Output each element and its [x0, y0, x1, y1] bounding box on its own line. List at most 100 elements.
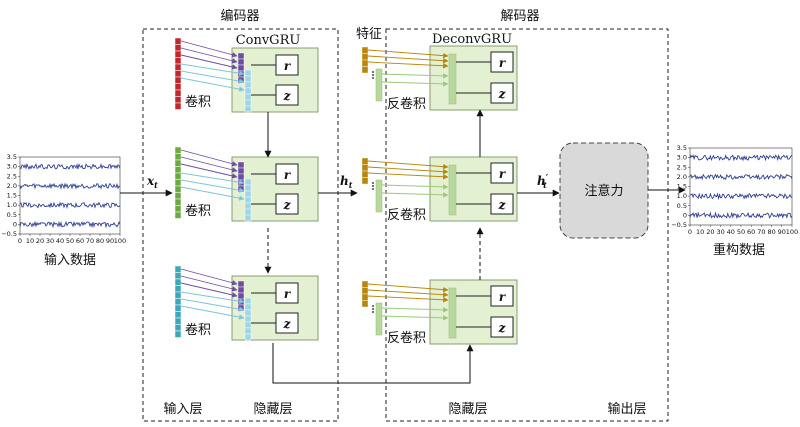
input-vector-cell [174, 324, 182, 332]
feature-vector-cell [361, 177, 369, 185]
deconv-arrow [367, 49, 449, 59]
conv-output-cell [244, 81, 252, 89]
x-tick-label: 10 [696, 228, 704, 236]
conv-label: 卷积 [185, 322, 211, 338]
x-tick-label: 100 [114, 237, 126, 245]
feature-vector-cell [361, 293, 369, 301]
decoder-title: 解码器 [500, 9, 539, 24]
conv-arrow [180, 40, 238, 58]
y-tick-label: 1.5 [7, 192, 17, 200]
signal-series [19, 182, 121, 190]
conv-output-cell [244, 196, 252, 204]
x-tick-label: 0 [18, 237, 22, 245]
conv-arrow [180, 275, 238, 292]
input-vector-cell [174, 272, 182, 280]
feature-vector-cell [361, 287, 369, 295]
conv-output-cell [244, 87, 252, 95]
input-vector-cell [174, 304, 182, 312]
conv-arrow [180, 291, 245, 304]
signal-series [689, 154, 793, 162]
conv-arrow [180, 63, 245, 76]
x-tick-label: 90 [106, 237, 114, 245]
input-vector-cell [174, 44, 182, 52]
input-vector-cell [174, 172, 182, 180]
y-tick-label: 2.5 [677, 163, 687, 171]
conv-arrow [180, 47, 238, 64]
deconv-label: 反卷积 [387, 207, 426, 223]
conv-label: 卷积 [185, 203, 211, 219]
input-vector-cell [174, 285, 182, 293]
conv-arrow [180, 179, 245, 193]
deconv-output-column [448, 164, 457, 216]
deconvgru-label: DeconvGRU [432, 32, 512, 47]
signal-series [689, 173, 793, 181]
conv-arrow [180, 268, 238, 286]
reset-gate-label: r [284, 168, 292, 182]
deconv-input-column [375, 179, 383, 213]
y-tick-label: 1.0 [677, 192, 687, 200]
convgru-label: ConvGRU [236, 33, 301, 48]
x-tick-label: 70 [86, 237, 94, 245]
conv-label: 卷积 [185, 94, 211, 110]
feature-vector-cell [361, 300, 369, 308]
x-tick-label: 90 [778, 228, 786, 236]
input-vector-cell [174, 37, 182, 45]
conv-arrow [180, 77, 245, 92]
deconv-arrow [367, 166, 449, 175]
conv-output-cell [244, 327, 252, 335]
input-vector-cell [174, 317, 182, 325]
deconv-output-column [448, 287, 457, 339]
deconv-arrow [367, 160, 449, 170]
feature-vector-cell [361, 53, 369, 61]
deconv-output-column [448, 53, 457, 105]
x-tick-label: 50 [737, 228, 745, 236]
input-layer-label: 输入层 [163, 401, 202, 417]
conv-arrow [180, 186, 245, 201]
conv-output-cell [244, 214, 252, 222]
y-tick-label: −0.5 [1, 230, 17, 238]
input-vector-cell [174, 192, 182, 200]
deconv-arrow [367, 61, 449, 69]
y-tick-label: −0.5 [671, 221, 687, 229]
x-tick-label: 30 [716, 228, 724, 236]
conv-output-cell [244, 105, 252, 113]
reset-gate-label: r [284, 287, 292, 301]
x-tick-label: 100 [786, 228, 798, 236]
decoder-box [385, 28, 669, 422]
feature-label: 特征 [356, 27, 382, 42]
reset-gate-label: r [499, 56, 507, 70]
conv-output-cell [244, 202, 252, 210]
reset-gate-label: r [284, 59, 292, 73]
update-gate-label: z [283, 89, 292, 103]
y-tick-label: 2.0 [7, 182, 17, 190]
conv-arrow [180, 54, 238, 70]
input-vector-cell [174, 166, 182, 174]
update-gate-label: z [498, 321, 507, 335]
x-tick-label: 10 [26, 237, 34, 245]
input-vector-cell [174, 76, 182, 84]
conv-output-cell [244, 75, 252, 83]
xt-label: xt [146, 174, 158, 190]
conv-kernel-cell [237, 292, 245, 300]
input-vector-cell [174, 159, 182, 167]
input-vector-cell [174, 291, 182, 299]
deconv-arrow [381, 184, 449, 190]
conv-arrow [180, 282, 238, 298]
signal-series [19, 201, 121, 210]
input-vector-cell [174, 153, 182, 161]
x-tick-label: 50 [66, 237, 74, 245]
conv-kernel-cell [237, 58, 245, 66]
deconv-arrow [367, 289, 449, 298]
update-gate-label: z [498, 198, 507, 212]
conv-arrow [180, 305, 245, 320]
deconv-input-column [375, 302, 383, 336]
conv-kernel-cell [237, 286, 245, 294]
y-tick-label: 0 [13, 220, 17, 228]
conv-arrow [180, 156, 238, 173]
conv-kernel-cell [237, 64, 245, 72]
feature-vector-cell [361, 170, 369, 178]
input-vector-cell [174, 330, 182, 338]
input-vector-cell [174, 89, 182, 97]
